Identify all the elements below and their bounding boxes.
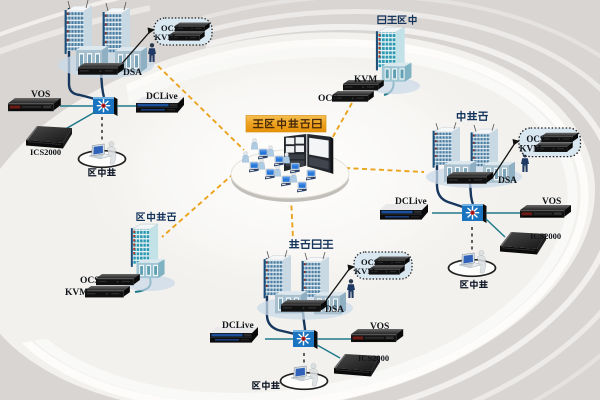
svg-text:OCS: OCS [161,23,179,33]
svg-text:KVM: KVM [65,288,88,298]
svg-text:OCS: OCS [361,257,379,267]
svg-text:OCS: OCS [526,134,545,144]
svg-text:KVM: KVM [155,32,176,42]
svg-text:OCS: OCS [80,276,100,286]
svg-text:DSA: DSA [325,305,344,315]
svg-text:KVM: KVM [520,143,543,153]
svg-text:ICS2000: ICS2000 [358,353,389,363]
svg-text:ICS2000: ICS2000 [30,147,61,157]
svg-text:DSA: DSA [123,68,142,78]
svg-text:DSA: DSA [498,176,517,186]
svg-text:DCLive: DCLive [146,92,178,102]
svg-text:DCLive: DCLive [395,197,427,207]
svg-text:VOS: VOS [542,197,561,207]
svg-text:KVM: KVM [354,75,377,85]
svg-text:ICS2000: ICS2000 [530,231,561,241]
svg-text:OCS: OCS [318,94,338,104]
svg-text:VOS: VOS [31,90,50,100]
svg-text:VOS: VOS [370,322,389,332]
svg-text:DCLive: DCLive [222,321,254,331]
svg-text:KVM: KVM [355,266,376,276]
